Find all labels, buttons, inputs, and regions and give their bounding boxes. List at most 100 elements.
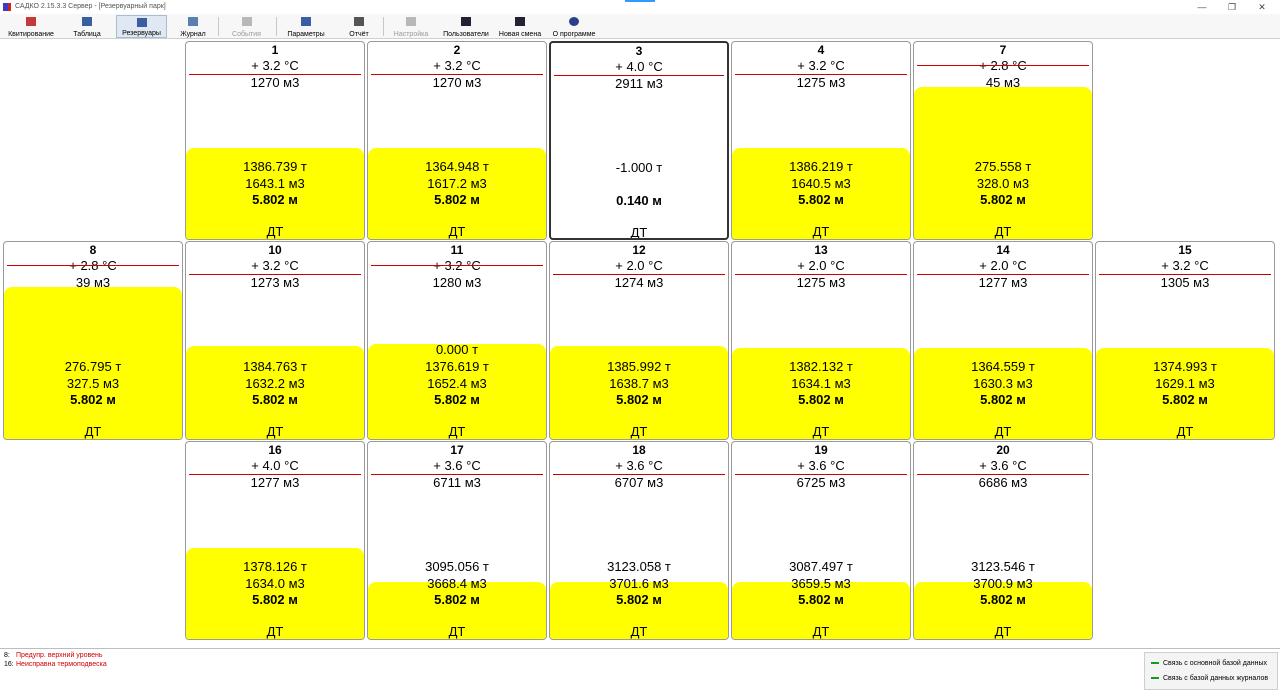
tank-free-volume: 1275 м3 <box>796 75 846 90</box>
connection-panel: Связь с основной базой данных Связь с ба… <box>1144 652 1278 690</box>
alarm-message: 8:Предупр. верхний уровень <box>4 652 103 659</box>
alarm-tank-number: 16: <box>4 661 14 668</box>
tank-temperature: + 4.0 °C <box>615 59 663 74</box>
tank-fill-level <box>732 348 910 439</box>
tank-number: 10 <box>268 243 282 257</box>
toolbar-separator <box>218 17 219 36</box>
tank-number: 15 <box>1178 243 1192 257</box>
tank-mass: 276.795 т <box>64 359 122 374</box>
tank-fill-level <box>186 346 364 439</box>
tank-number: 2 <box>453 43 461 57</box>
toolbar-button-parameters[interactable]: Параметры <box>278 15 334 38</box>
tank-fill-level <box>4 287 182 439</box>
tank-temperature: + 2.0 °C <box>797 258 845 273</box>
toolbar-button-new-shift[interactable]: Новая смена <box>495 15 545 38</box>
tank-fill-level <box>186 148 364 239</box>
tank-number: 4 <box>817 43 825 57</box>
toolbar-button-journal[interactable]: Журнал <box>170 15 216 38</box>
connection-status-icon <box>1151 677 1159 680</box>
toolbar-button-about-globe[interactable]: О программе <box>548 15 600 38</box>
close-button[interactable]: ✕ <box>1258 2 1266 12</box>
upper-limit-line <box>917 274 1089 275</box>
toolbar-button-events: События <box>219 15 274 38</box>
tank-volume: 1617.2 м3 <box>427 176 487 191</box>
connection-status-icon <box>1151 662 1159 665</box>
upper-limit-line <box>189 274 361 275</box>
tank-level: 5.802 м <box>616 592 662 607</box>
tank-number: 13 <box>814 243 828 257</box>
title-bar: САДКО 2.15.3.3 Сервер - [Резервуарный па… <box>0 0 1280 14</box>
tank-number: 17 <box>450 443 464 457</box>
tank-product: ДТ <box>630 424 648 439</box>
toolbar-button-tanks-grid[interactable]: Резервуары <box>116 15 167 38</box>
maximize-button[interactable]: ❐ <box>1227 2 1237 12</box>
tank-extra-mass: 0.000 т <box>435 342 479 357</box>
tank-mass: -1.000 т <box>615 160 663 175</box>
tank-product: ДТ <box>266 224 284 239</box>
tank-mass: 1364.948 т <box>425 159 489 174</box>
tank-mass: 3095.056 т <box>425 559 489 574</box>
toolbar-button-label: Отчёт <box>349 31 369 38</box>
tank-fill-level <box>550 346 728 439</box>
tank-free-volume: 6725 м3 <box>796 475 846 490</box>
tank-fill-level <box>732 581 910 639</box>
tank-free-volume: 1277 м3 <box>250 475 300 490</box>
connection-label: Связь с основной базой данных <box>1163 660 1267 667</box>
tank-level: 5.802 м <box>252 592 298 607</box>
tank-product: ДТ <box>448 624 466 639</box>
tank-mass: 1385.992 т <box>607 359 671 374</box>
tank-volume: 1632.2 м3 <box>245 376 305 391</box>
tank-volume: 3700.9 м3 <box>973 576 1033 591</box>
toolbar-button-report-printer[interactable]: Отчёт <box>337 15 381 38</box>
tank-product: ДТ <box>630 624 648 639</box>
tank-volume: 1638.7 м3 <box>609 376 669 391</box>
tank-temperature: + 3.2 °C <box>1161 258 1209 273</box>
upper-limit-line <box>371 74 543 75</box>
toolbar-button-label: События <box>232 31 261 38</box>
alarm-message: 16:Неисправна термоподвеска <box>4 661 107 668</box>
tank-level: 5.802 м <box>798 592 844 607</box>
tank-fill-level <box>914 348 1092 439</box>
toolbar-button-table[interactable]: Таблица <box>61 15 113 38</box>
minimize-button[interactable]: — <box>1197 2 1207 12</box>
toolbar-button-alarm-ack[interactable]: Квитирование <box>4 15 58 38</box>
new-shift-icon <box>515 17 525 26</box>
toolbar-button-label: Настройка <box>393 31 429 38</box>
tank-temperature: + 3.2 °C <box>251 258 299 273</box>
tank-number: 16 <box>268 443 282 457</box>
toolbar-button-label: Квитирование <box>8 31 54 38</box>
connection-main-db: Связь с основной базой данных <box>1151 660 1267 667</box>
tank-volume: 1634.0 м3 <box>245 576 305 591</box>
tank-number: 18 <box>632 443 646 457</box>
toolbar-button-users[interactable]: Пользователи <box>440 15 492 38</box>
tank-volume: 1634.1 м3 <box>791 376 851 391</box>
settings-icon <box>406 17 416 26</box>
alarm-tank-number: 8: <box>4 652 10 659</box>
tank-free-volume: 1270 м3 <box>432 75 482 90</box>
tank-level: 5.802 м <box>252 392 298 407</box>
tank-product: ДТ <box>812 624 830 639</box>
tank-volume: 1643.1 м3 <box>245 176 305 191</box>
tank-temperature: + 3.2 °C <box>251 58 299 73</box>
upper-limit-line <box>735 74 907 75</box>
tank-fill-level <box>732 148 910 239</box>
tank-fill-level <box>368 344 546 439</box>
